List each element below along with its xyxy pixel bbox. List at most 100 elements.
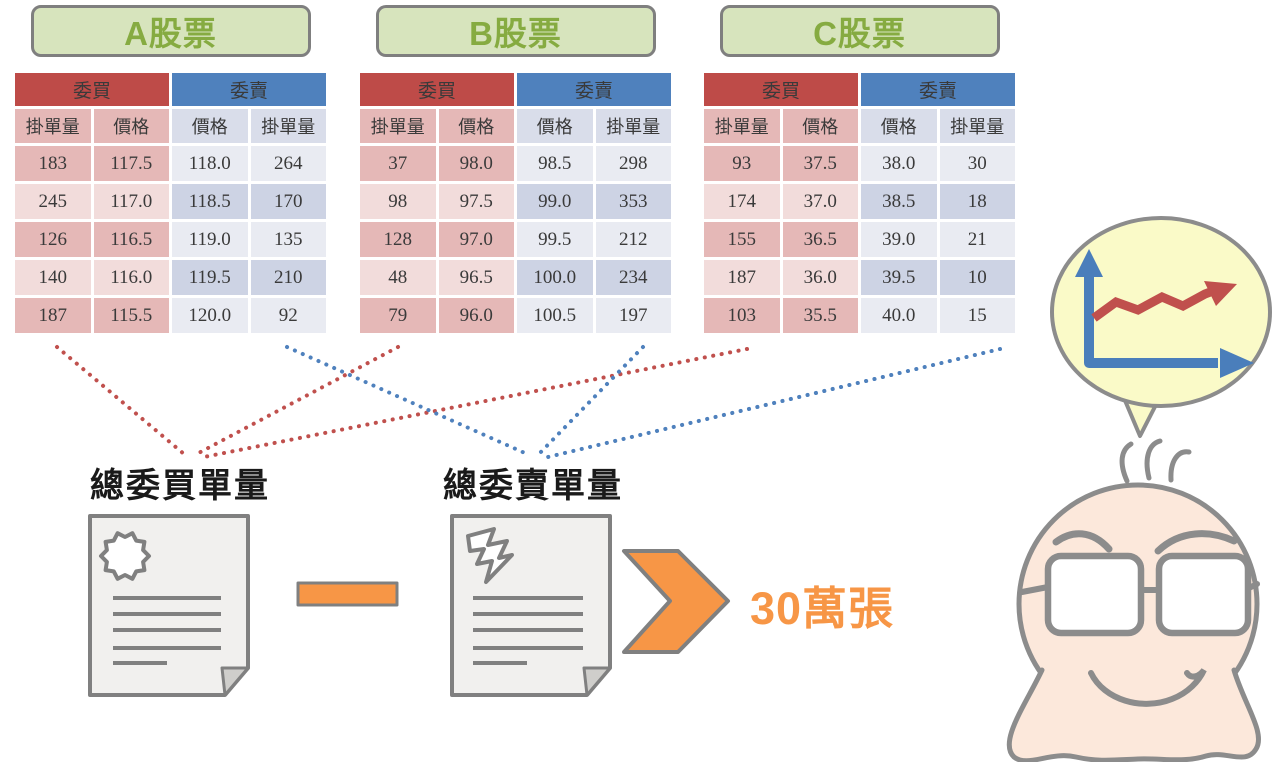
qty-cell: 212: [595, 222, 671, 257]
price-cell: 117.5: [93, 146, 169, 181]
stock-title: A股票: [124, 15, 217, 52]
price-cell: 36.5: [782, 222, 858, 257]
col-header-qty: 掛單量: [939, 109, 1015, 143]
smirking-glasses-character: [1006, 438, 1262, 762]
sell-header: 委賣: [172, 73, 326, 106]
price-cell: 38.5: [861, 184, 937, 219]
price-cell: 97.0: [438, 222, 514, 257]
qty-cell: 140: [15, 260, 91, 295]
hair-curl-icon: [1144, 438, 1163, 481]
price-cell: 37.0: [782, 184, 858, 219]
qty-cell: 37: [360, 146, 436, 181]
stock-title: C股票: [813, 15, 906, 52]
price-cell: 39.0: [861, 222, 937, 257]
stock-title-box: B股票: [375, 5, 656, 57]
price-cell: 98.0: [438, 146, 514, 181]
chevron-right-arrow-icon: [622, 549, 730, 654]
col-header-price: 價格: [861, 109, 937, 143]
price-cell: 37.5: [782, 146, 858, 181]
stock-title: B股票: [469, 15, 562, 52]
price-cell: 40.0: [861, 298, 937, 333]
qty-cell: 210: [250, 260, 326, 295]
glasses-right-lens: [1155, 552, 1252, 637]
price-cell: 35.5: [782, 298, 858, 333]
price-cell: 99.0: [517, 184, 593, 219]
smirk-mouth: [1088, 668, 1207, 707]
col-header-qty: 掛單量: [704, 109, 780, 143]
stock-title-box: C股票: [719, 5, 1000, 57]
price-cell: 117.0: [93, 184, 169, 219]
qty-cell: 135: [250, 222, 326, 257]
price-cell: 39.5: [861, 260, 937, 295]
qty-cell: 21: [939, 222, 1015, 257]
qty-cell: 98: [360, 184, 436, 219]
total-buy-label: 總委買單量: [90, 467, 270, 505]
price-cell: 119.5: [172, 260, 248, 295]
sell-header: 委賣: [517, 73, 671, 106]
qty-cell: 197: [595, 298, 671, 333]
qty-cell: 10: [939, 260, 1015, 295]
qty-cell: 170: [250, 184, 326, 219]
qty-cell: 298: [595, 146, 671, 181]
qty-cell: 79: [360, 298, 436, 333]
price-cell: 119.0: [172, 222, 248, 257]
qty-cell: 18: [939, 184, 1015, 219]
qty-cell: 92: [250, 298, 326, 333]
price-cell: 118.0: [172, 146, 248, 181]
price-cell: 98.5: [517, 146, 593, 181]
price-cell: 120.0: [172, 298, 248, 333]
price-cell: 96.5: [438, 260, 514, 295]
certificate-document-icon: [88, 514, 250, 697]
character-head: [1016, 482, 1260, 726]
qty-cell: 187: [15, 298, 91, 333]
qty-cell: 30: [939, 146, 1015, 181]
uptrend-chart-icon: [1075, 249, 1254, 378]
col-header-qty: 掛單量: [595, 109, 671, 143]
col-header-price: 價格: [93, 109, 169, 143]
lightning-icon: [466, 527, 514, 584]
price-cell: 99.5: [517, 222, 593, 257]
qty-cell: 128: [360, 222, 436, 257]
speech-bubble: [1050, 216, 1272, 438]
price-cell: 115.5: [93, 298, 169, 333]
price-cell: 100.0: [517, 260, 593, 295]
hair-curl-icon: [1119, 441, 1134, 484]
seal-icon: [99, 531, 151, 581]
price-cell: 116.0: [93, 260, 169, 295]
qty-cell: 174: [704, 184, 780, 219]
qty-cell: 234: [595, 260, 671, 295]
qty-cell: 15: [939, 298, 1015, 333]
left-eyebrow: [1052, 530, 1113, 553]
glasses-left-lens: [1044, 552, 1145, 637]
hair-curl-icon: [1168, 449, 1192, 483]
total-sell-label: 總委賣單量: [443, 467, 623, 505]
qty-cell: 48: [360, 260, 436, 295]
col-header-price: 價格: [517, 109, 593, 143]
col-header-qty: 掛單量: [360, 109, 436, 143]
qty-cell: 187: [704, 260, 780, 295]
result-label: 30萬張: [750, 583, 895, 634]
buy-header: 委買: [360, 73, 514, 106]
price-cell: 116.5: [93, 222, 169, 257]
character-body: [1009, 649, 1259, 761]
col-header-price: 價格: [782, 109, 858, 143]
price-cell: 96.0: [438, 298, 514, 333]
qty-cell: 183: [15, 146, 91, 181]
qty-cell: 93: [704, 146, 780, 181]
qty-cell: 155: [704, 222, 780, 257]
